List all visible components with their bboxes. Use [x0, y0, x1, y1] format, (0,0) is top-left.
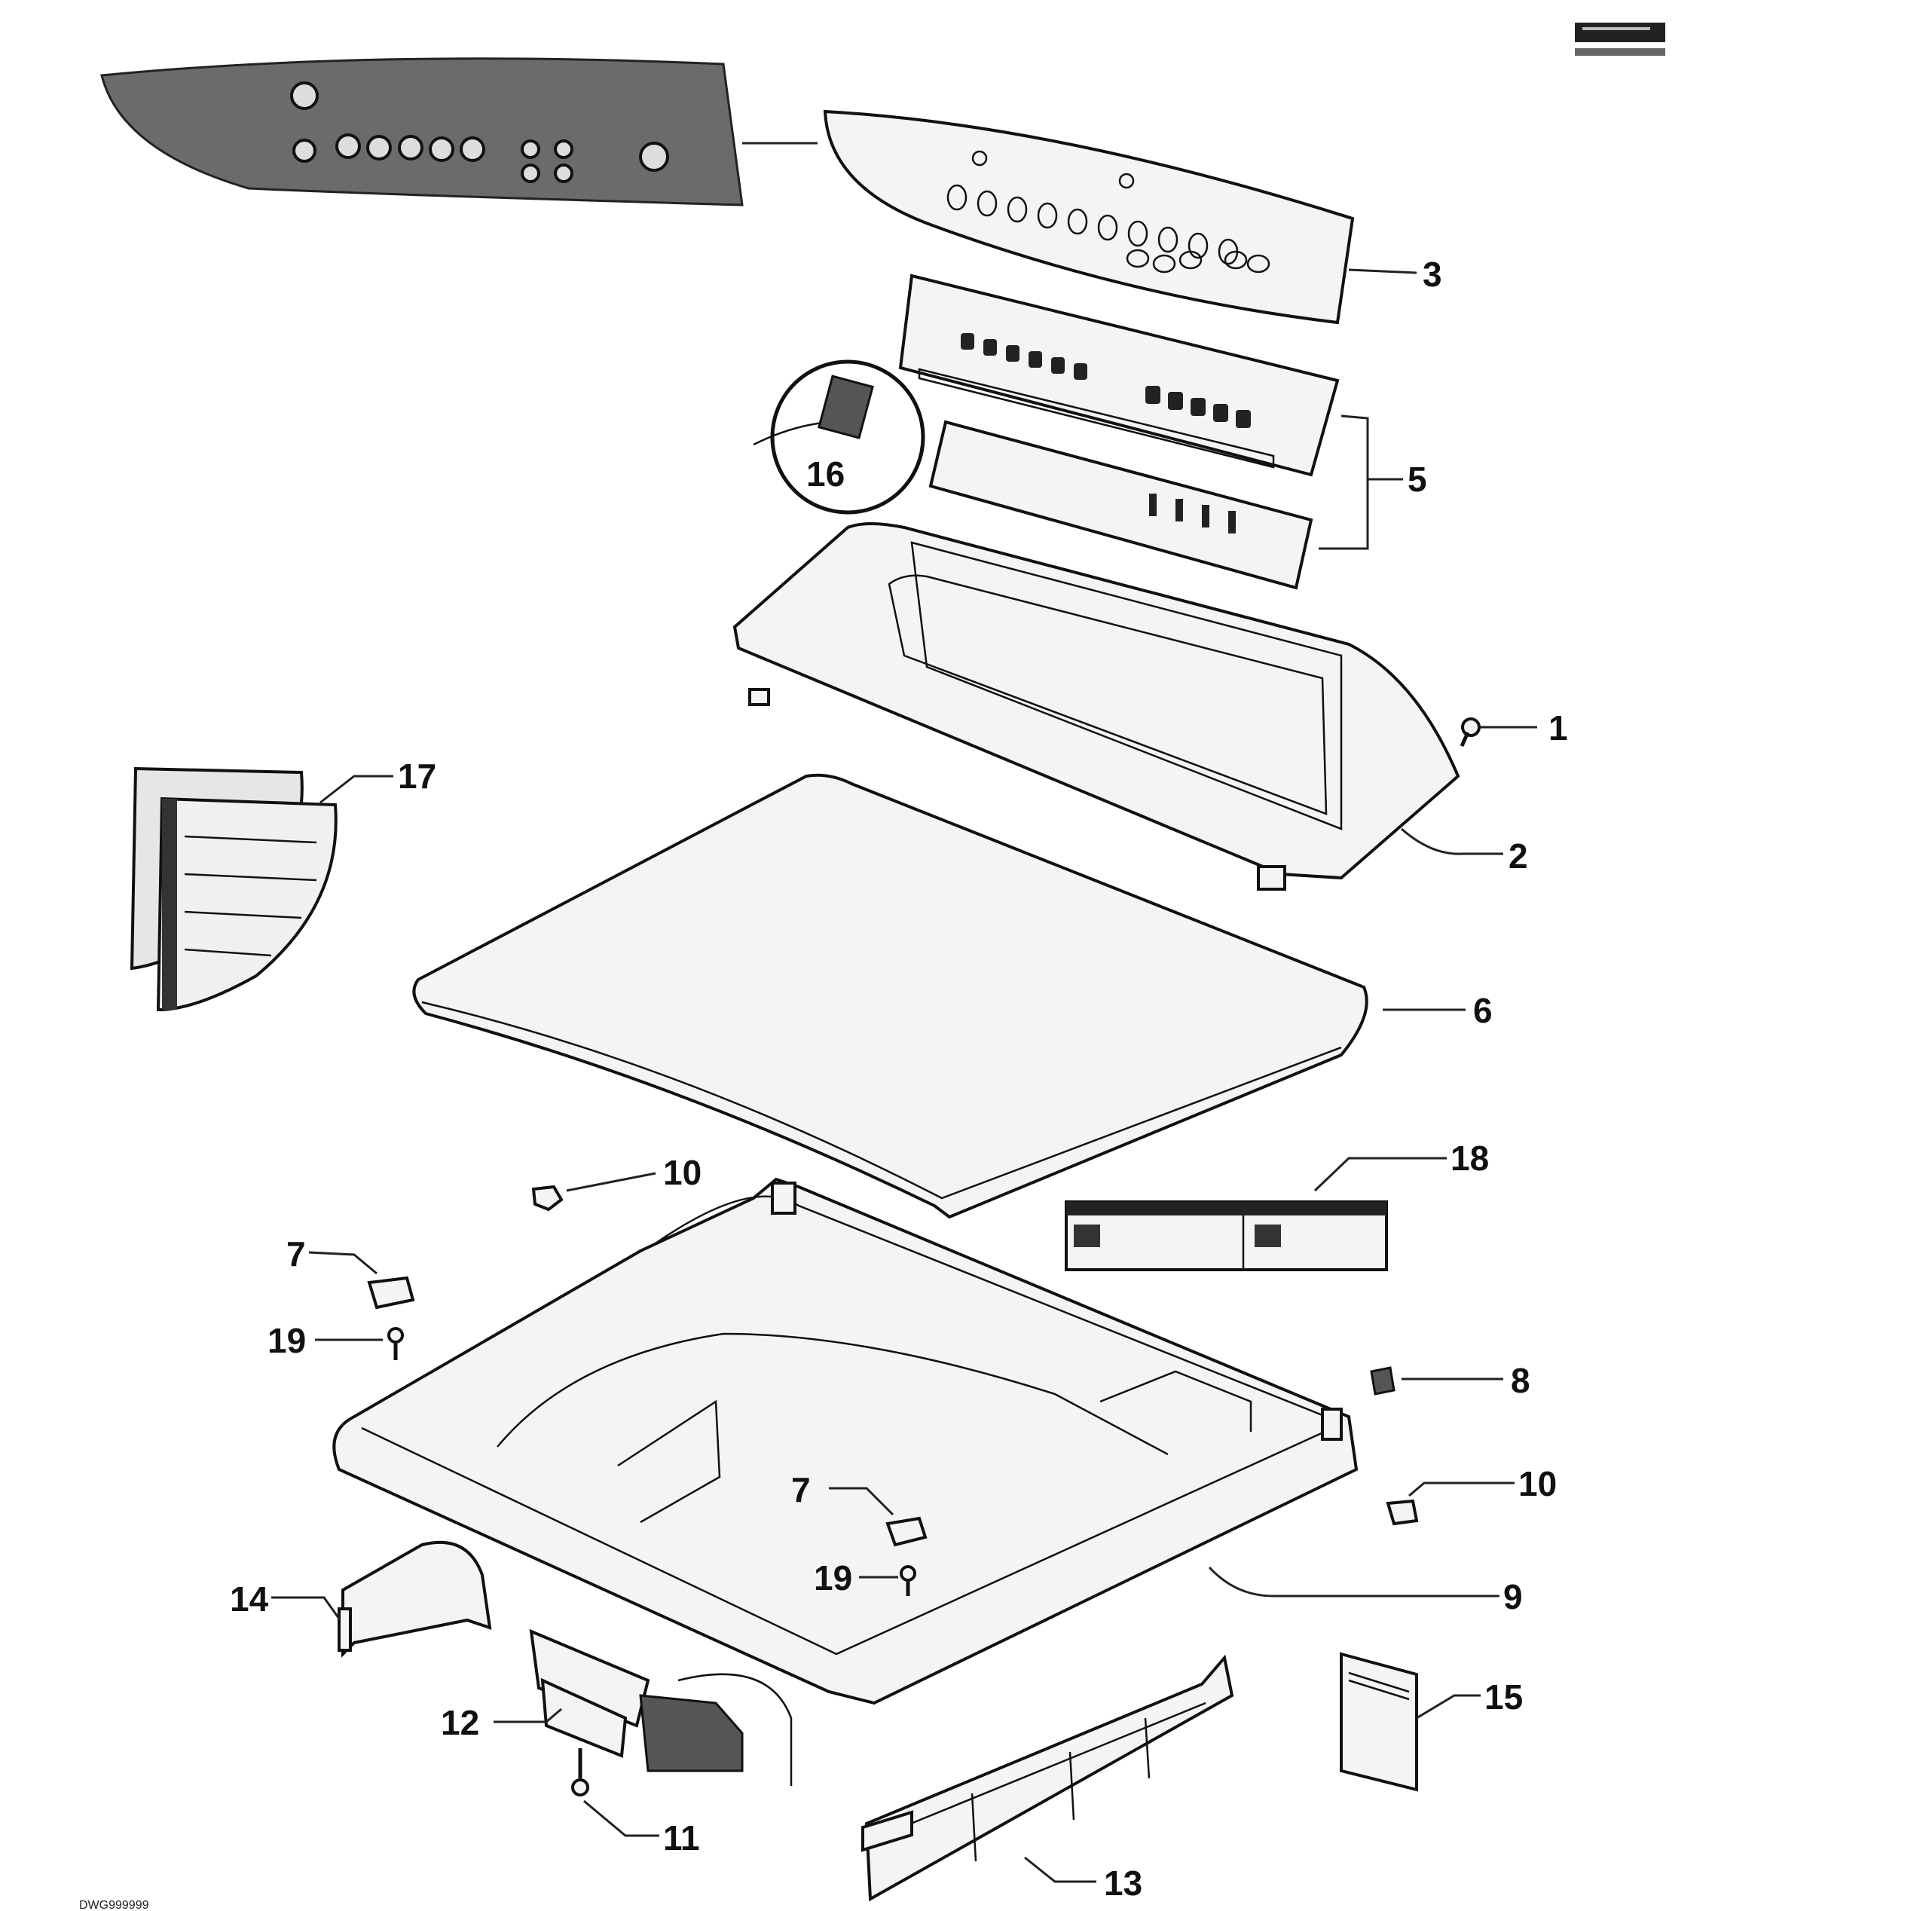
part-15-owner-manual [1340, 1652, 1418, 1792]
control-panel-decal-graphic [100, 57, 744, 206]
callout-11: 11 [663, 1818, 700, 1857]
callout-19b: 19 [814, 1558, 852, 1598]
leader-line [566, 1172, 656, 1192]
leader-line [308, 1251, 378, 1275]
part-9-top-cover [332, 1177, 1359, 1705]
callout-7b: 7 [791, 1470, 811, 1509]
part-5-control-board [898, 274, 1340, 590]
callout-9: 9 [1503, 1577, 1523, 1616]
leader-line [829, 1487, 894, 1516]
callout-10b: 10 [1518, 1464, 1557, 1503]
leader-line [1408, 1481, 1515, 1497]
leader-line [319, 775, 393, 804]
callout-14: 14 [230, 1579, 269, 1619]
callout-7a: 7 [286, 1234, 306, 1273]
part-10-hinge-right [1386, 1499, 1419, 1526]
leader-line [1313, 1157, 1447, 1192]
callout-17: 17 [398, 757, 436, 796]
bracket-leader [1319, 414, 1369, 550]
part-7-cap-middle [885, 1516, 928, 1547]
callout-5: 5 [1408, 460, 1427, 499]
part-12-lid-lock [529, 1628, 793, 1786]
part-2-console [732, 522, 1460, 891]
part-17-instruction-label [130, 766, 338, 1012]
part-16-connector-detail: 16 [753, 359, 925, 515]
leader-line [583, 1799, 659, 1837]
leader-line [494, 1708, 562, 1723]
callout-6: 6 [1473, 991, 1493, 1030]
part-6-lid [412, 773, 1368, 1219]
part-10-hinge-upper [531, 1185, 564, 1212]
callout-1: 1 [1548, 708, 1568, 748]
part-1-screw [1460, 717, 1481, 748]
callout-2: 2 [1509, 836, 1528, 876]
leader-line [1024, 1856, 1096, 1883]
callout-16: 16 [806, 454, 845, 494]
leader-line [1401, 827, 1503, 855]
leader-line [271, 1596, 341, 1619]
leader-line [1416, 1694, 1481, 1720]
callout-8: 8 [1511, 1361, 1530, 1400]
part-3-overlay [823, 109, 1355, 325]
part-8-lid-switch [1370, 1366, 1396, 1396]
brand-logo [1575, 23, 1665, 56]
leader-line [1208, 1566, 1499, 1598]
callout-10a: 10 [663, 1153, 702, 1192]
part-19-screw-left [387, 1327, 404, 1360]
callout-15: 15 [1484, 1677, 1523, 1717]
part-14-bracket [338, 1540, 492, 1658]
callout-13: 13 [1104, 1864, 1142, 1903]
callout-3: 3 [1423, 255, 1442, 294]
part-13-rear-trim [861, 1654, 1234, 1902]
part-7-cap-left [367, 1276, 415, 1310]
leader-line [1348, 268, 1417, 274]
callout-12: 12 [441, 1703, 479, 1742]
part-11-screw [571, 1748, 589, 1796]
part-18-warning-label [1065, 1200, 1388, 1271]
callout-19a: 19 [267, 1321, 306, 1360]
callout-18: 18 [1451, 1139, 1489, 1178]
part-19-screw-middle [900, 1565, 916, 1596]
drawing-id: DWG999999 [79, 1899, 149, 1911]
